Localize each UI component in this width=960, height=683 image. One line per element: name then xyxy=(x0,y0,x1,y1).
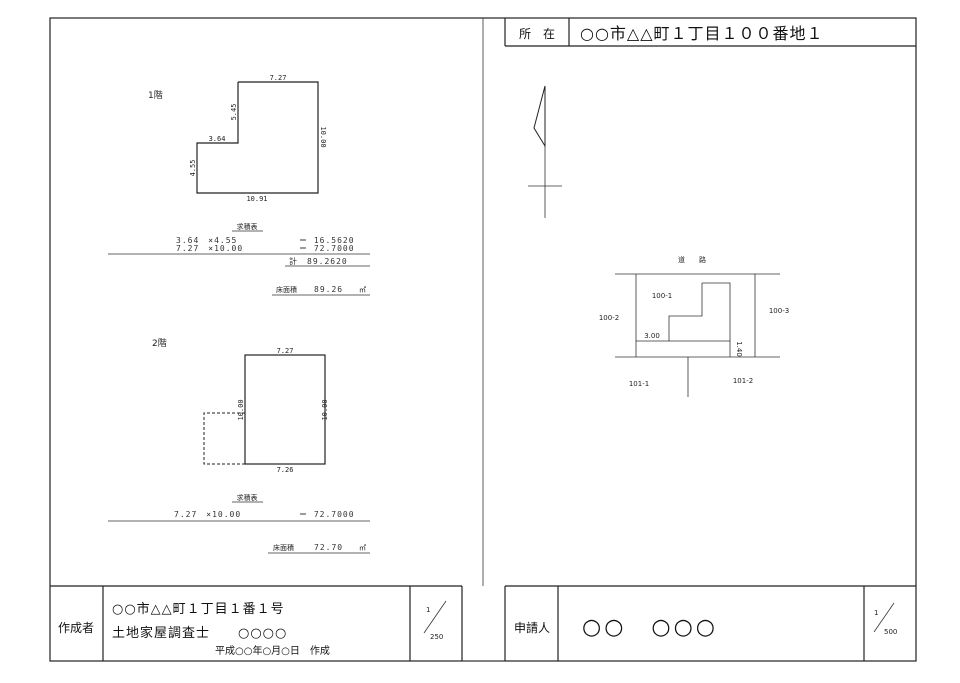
floor1-dim-left: 4.55 xyxy=(189,160,197,177)
lot-100-3: 100-3 xyxy=(769,307,789,315)
author-address: ○○市△△町１丁目１番１号 xyxy=(112,601,285,617)
floor1-calc-row1-expr: 3.64 ×4.55 xyxy=(176,236,237,245)
floor1-calc-row2-expr: 7.27 ×10.00 xyxy=(176,244,243,253)
floor2-dim-top: 7.27 xyxy=(277,347,294,355)
floor2-dim-right: 10.00 xyxy=(321,399,329,420)
site-road-label: 道 路 xyxy=(678,255,706,264)
floor2-area-table: 求積表 7.27 ×10.00 ＝ 72.7000 床面積 72.70 ㎡ xyxy=(108,493,370,554)
lot-101-2: 101-2 xyxy=(733,377,753,385)
location-value: ○○市△△町１丁目１００番地１ xyxy=(580,24,824,43)
floor1-plan: 1階 7.27 5.45 3.64 4.55 10.00 10.91 xyxy=(148,74,327,203)
site-map: 道 路 100-1 100-2 100-3 101-1 101-2 3.00 1… xyxy=(599,255,789,397)
floor2-calc-row1-expr: 7.27 ×10.00 xyxy=(174,510,241,519)
floor1-calc-title: 求積表 xyxy=(237,222,258,231)
floor1-outline xyxy=(196,81,319,194)
floor2-dim-bottom: 7.26 xyxy=(277,466,294,474)
north-arrow-icon xyxy=(528,85,562,218)
author-title: 土地家屋調査士 ○○○○ xyxy=(112,625,287,641)
author-box: 作成者 ○○市△△町１丁目１番１号 土地家屋調査士 ○○○○ 平成○○年○月○日… xyxy=(50,585,463,661)
floor2-dim-inner-left: 10.00 xyxy=(237,399,245,420)
floor1-dim-bottom: 10.91 xyxy=(246,195,267,203)
scale-left-numerator: 1 xyxy=(426,606,430,614)
floor1-dim-upper-left: 5.45 xyxy=(230,104,238,121)
created-date: 平成○○年○月○日 作成 xyxy=(215,644,330,657)
floor1-dim-step: 3.64 xyxy=(209,135,226,143)
applicant-box: 申請人 ○○ ○○○ 1 500 xyxy=(462,585,916,662)
lot-100-2: 100-2 xyxy=(599,314,619,322)
applicant-name: ○○ ○○○ xyxy=(582,615,718,640)
applicant-label: 申請人 xyxy=(514,621,550,635)
site-building-outline xyxy=(668,282,731,342)
lot-101-1: 101-1 xyxy=(629,380,649,388)
floor1-calc-total: 計 89.2620 xyxy=(289,256,348,266)
scale-right-denominator: 500 xyxy=(884,628,897,636)
author-label: 作成者 xyxy=(58,621,94,635)
floor2-label: 2階 xyxy=(152,338,167,349)
floor2-calc-row1-result: ＝ 72.7000 xyxy=(299,510,355,519)
floor2-area-value: 72.70 xyxy=(314,543,343,552)
scale-left-denominator: 250 xyxy=(430,633,443,641)
floor1-area-value: 89.26 xyxy=(314,285,343,294)
floor1-area-table: 求積表 3.64 ×4.55 ＝ 16.5620 7.27 ×10.00 ＝ 7… xyxy=(108,222,370,296)
floor1-calc-row1-result: ＝ 16.5620 xyxy=(299,236,355,245)
location-label: 所 在 xyxy=(519,27,555,41)
floor2-calc-title: 求積表 xyxy=(237,493,258,502)
location-header: 所 在 ○○市△△町１丁目１００番地１ xyxy=(504,18,916,47)
floor1-dim-right: 10.00 xyxy=(319,126,327,147)
floor2-plan: 2階 7.27 10.00 10.00 7.26 xyxy=(152,338,329,474)
floor2-area-unit: ㎡ xyxy=(359,544,366,552)
site-dist-side: 1.40 xyxy=(735,341,743,357)
floor1-area-unit: ㎡ xyxy=(359,286,366,294)
floor2-outline xyxy=(244,354,326,465)
scale-right-numerator: 1 xyxy=(874,609,878,617)
floor1-dim-top: 7.27 xyxy=(270,74,287,82)
floor2-dashed-extension xyxy=(203,412,245,465)
lot-100-1: 100-1 xyxy=(652,292,672,300)
floor1-label: 1階 xyxy=(148,90,163,101)
floor2-area-label: 床面積 xyxy=(273,543,294,552)
floor1-area-label: 床面積 xyxy=(276,285,297,294)
site-dist-setback: 3.00 xyxy=(644,332,660,340)
floor1-calc-row2-result: ＝ 72.7000 xyxy=(299,244,355,253)
